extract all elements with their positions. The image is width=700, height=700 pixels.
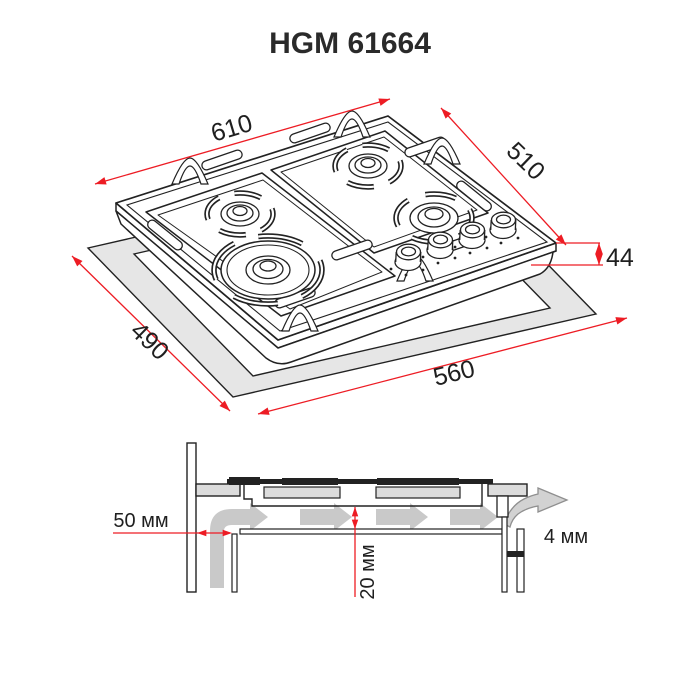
airflow-exit-arrow [503, 487, 569, 528]
cabinet-right-side [501, 516, 508, 593]
control-knobs [389, 211, 520, 277]
knob [389, 243, 425, 277]
clearance-4mm-label: 4 мм [544, 526, 588, 548]
burner-back-left [220, 201, 260, 227]
dim-560-label: 560 [430, 355, 477, 392]
knob [453, 221, 489, 255]
side-wall [186, 442, 197, 593]
hob-tub [115, 210, 557, 365]
hob-section [227, 477, 509, 518]
cabinet-shelf [239, 528, 503, 535]
top-isometric-view: 610 510 44 490 560 [69, 95, 634, 418]
airflow-arrow [450, 503, 498, 531]
clearance-20mm-label: 20 мм [357, 544, 379, 599]
dimension-44: 44 [531, 242, 634, 272]
burner-front-left-wok [220, 240, 316, 300]
burner-back-right [348, 153, 388, 179]
airflow-arrow [376, 503, 428, 531]
cabinet [231, 516, 525, 593]
countertop-left [195, 483, 241, 497]
airflow-arrow [300, 503, 352, 531]
hob-top-plate [227, 479, 493, 484]
cabinet-door-panel [516, 528, 525, 593]
airflow-elbow-arrow [210, 503, 268, 588]
cabinet-left-side [231, 533, 238, 593]
clearance-4mm: 4 мм [544, 526, 588, 548]
burner-housing [375, 486, 461, 499]
clearance-20mm: 20 мм [351, 507, 379, 600]
fixing-bracket [496, 495, 509, 518]
knob [421, 231, 457, 265]
pan-support-right [270, 130, 489, 254]
airflow-arrows [210, 487, 569, 588]
dim-610-label: 610 [208, 109, 256, 148]
door-hinge-tick [507, 551, 524, 557]
dim-510-label: 510 [501, 137, 550, 186]
countertop-right [487, 483, 528, 497]
grate-arches [171, 110, 461, 332]
burner-front-right [409, 202, 459, 234]
clearance-50mm: 50 мм [113, 510, 232, 537]
dim-44-label: 44 [606, 244, 634, 272]
knob [484, 211, 520, 245]
installation-cross-section: 50 мм 20 мм 4 мм [113, 442, 588, 600]
burner-housing [263, 486, 341, 499]
clearance-50mm-label: 50 мм [113, 510, 168, 532]
hob-surface-rim [125, 121, 549, 332]
model-title: HGM 61664 [269, 27, 431, 60]
